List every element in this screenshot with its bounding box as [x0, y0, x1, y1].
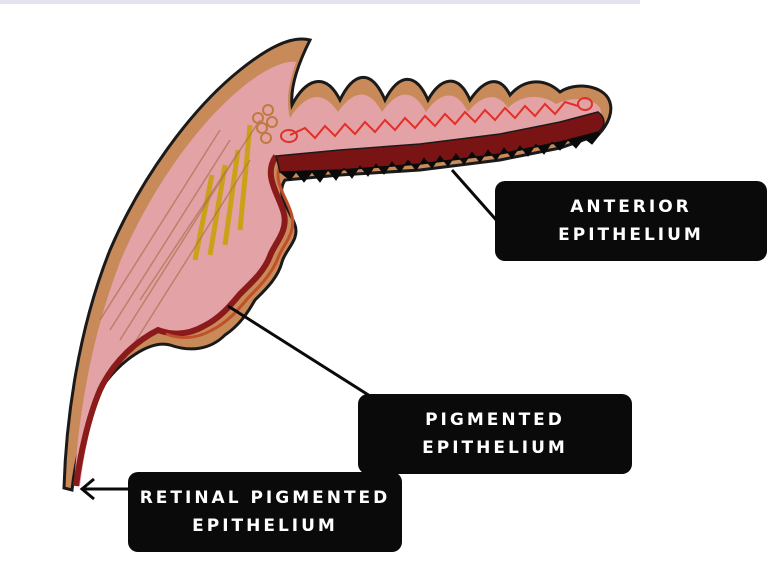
vessel-end-left — [280, 129, 298, 143]
label-retinal-line2: EPITHELIUM — [192, 516, 338, 536]
tissue-inner — [74, 61, 602, 486]
ciliary-muscle — [192, 124, 253, 261]
iris-vessel — [289, 100, 579, 140]
leader-line-pigmented — [227, 304, 371, 398]
muscle-fibers — [99, 119, 261, 351]
vessel-end-right — [577, 97, 593, 111]
pigmented-epithelium-layer — [73, 154, 288, 487]
label-pigmented-epithelium: PIGMENTED EPITHELIUM — [358, 394, 632, 474]
label-retinal-line1: RETINAL PIGMENTED — [139, 488, 391, 508]
anterior-epithelium-edge — [278, 131, 601, 183]
pigmented-epithelium-highlight — [165, 161, 295, 339]
arrow-retinal — [79, 477, 128, 501]
apex-cluster — [252, 104, 278, 144]
label-anterior-line2: EPITHELIUM — [558, 225, 704, 245]
label-anterior-epithelium: ANTERIOR EPITHELIUM — [495, 181, 767, 261]
label-anterior-line1: ANTERIOR — [570, 197, 692, 217]
label-retinal-pigmented-epithelium: RETINAL PIGMENTED EPITHELIUM — [128, 472, 402, 552]
top-strip — [0, 0, 640, 4]
leader-line-anterior — [450, 169, 500, 223]
label-pigmented-line2: EPITHELIUM — [422, 438, 568, 458]
label-pigmented-line1: PIGMENTED — [425, 410, 565, 430]
